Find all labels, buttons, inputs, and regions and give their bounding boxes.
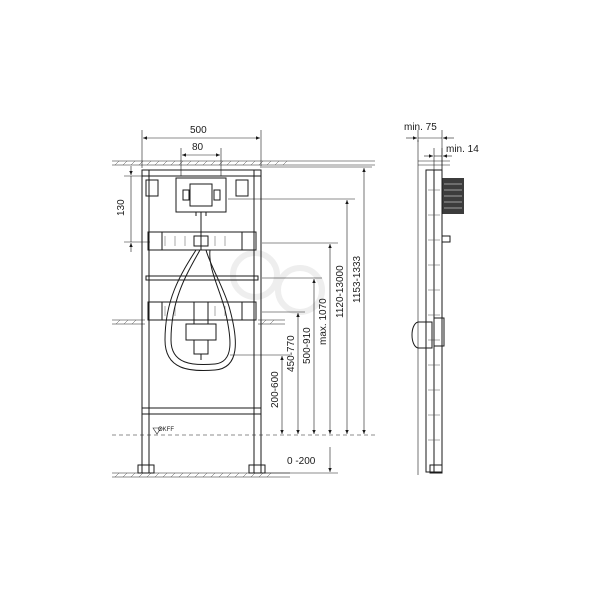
middle-wall-hatch — [112, 319, 285, 325]
dim-min-14-label: min. 14 — [446, 144, 479, 155]
dim-130-label: 130 — [116, 199, 127, 216]
dim-1120-13000-label: 1120-13000 — [335, 265, 346, 318]
dim-max-1070-label: max. 1070 — [318, 298, 329, 345]
dim-0-200-label: 0 -200 — [287, 456, 316, 467]
dim-1153-1333-label: 1153-1333 — [352, 255, 363, 303]
watermark-logo — [230, 250, 325, 315]
dim-width-total: 500 — [141, 125, 262, 168]
dim-450-770-label: 450-770 — [286, 335, 297, 372]
dim-80-label: 80 — [192, 142, 204, 153]
frame-side-view — [411, 140, 464, 475]
dim-min-75-label: min. 75 — [404, 122, 437, 133]
dim-500-label: 500 — [190, 125, 207, 136]
dim-width-inner: 80 — [180, 142, 222, 176]
top-ceiling-hatch — [112, 160, 375, 166]
dim-500-910-label: 500-910 — [302, 327, 313, 364]
okff-floor-line: OKFF — [112, 427, 375, 436]
okff-label: OKFF — [158, 427, 174, 433]
dim-height-130: 130 — [116, 166, 150, 252]
dim-0-200: 0 -200 — [262, 447, 338, 474]
dim-200-600-label: 200-600 — [270, 371, 281, 408]
upper-bar-pattern — [164, 236, 226, 246]
frame-front-view — [137, 169, 266, 474]
bottom-floor-hatch — [112, 472, 290, 478]
dim-vertical-set: 200-600 450-770 500-910 max. 1070 1120-1… — [228, 166, 372, 434]
dim-min-14: min. 14 — [424, 144, 479, 170]
